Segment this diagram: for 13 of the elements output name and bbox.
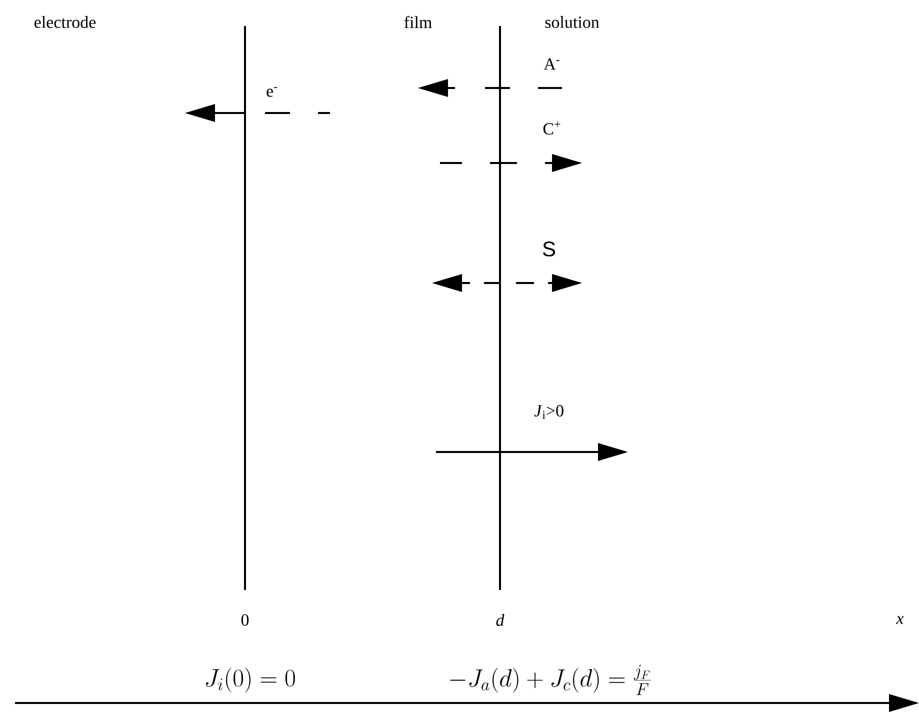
label: film bbox=[404, 16, 432, 28]
formula: $J_i(0) = 0$ bbox=[206, 668, 295, 692]
label: A$^{-}$ bbox=[544, 58, 560, 70]
label: 0 bbox=[241, 614, 249, 626]
label: d bbox=[496, 614, 504, 626]
label: S bbox=[542, 242, 556, 256]
label: solution bbox=[545, 16, 600, 28]
formula: $-J_a(d) + J_c(d) = \frac{j_F}{F}$ bbox=[450, 664, 651, 696]
label: e$^{-}$ bbox=[266, 87, 278, 97]
label: electrode bbox=[34, 16, 96, 28]
label: C$^{+}$ bbox=[543, 121, 560, 135]
label: J$_{i}$>0 bbox=[534, 405, 564, 419]
label: x bbox=[896, 616, 904, 624]
